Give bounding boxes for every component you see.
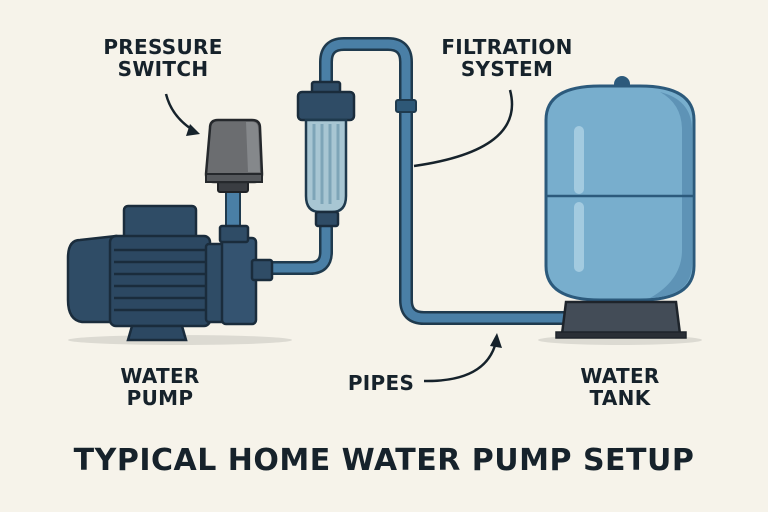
water-tank-label: WATER TANK: [560, 365, 680, 409]
filtration-system-label-line2: SYSTEM: [460, 57, 554, 81]
filtration-leader-line: [413, 89, 514, 168]
water-pump-label-line2: PUMP: [126, 386, 194, 410]
pressure-switch-label-line1: PRESSURE: [103, 35, 223, 59]
pipe-filter-to-tank: [319, 37, 577, 325]
switch-stem: [225, 189, 241, 231]
water-tank: [544, 76, 696, 339]
pipes-arrow: [423, 341, 498, 383]
filtration-system-label: FILTRATION SYSTEM: [432, 36, 582, 80]
pressure-switch-label: PRESSURE SWITCH: [88, 36, 238, 80]
filtration-system-label-line1: FILTRATION: [441, 35, 573, 59]
pressure-switch: [204, 118, 264, 184]
pressure-switch-label-line2: SWITCH: [117, 57, 209, 81]
water-tank-label-line1: WATER: [580, 364, 660, 388]
pipe-coupling: [395, 99, 417, 113]
water-pump-label-line1: WATER: [120, 364, 200, 388]
filtration-system: [296, 80, 356, 228]
water-pump-label: WATER PUMP: [100, 365, 220, 409]
water-pump: [66, 204, 274, 342]
pipes-label: PIPES: [347, 371, 415, 395]
diagram-title: TYPICAL HOME WATER PUMP SETUP: [73, 443, 695, 478]
water-tank-label-line2: TANK: [589, 386, 651, 410]
